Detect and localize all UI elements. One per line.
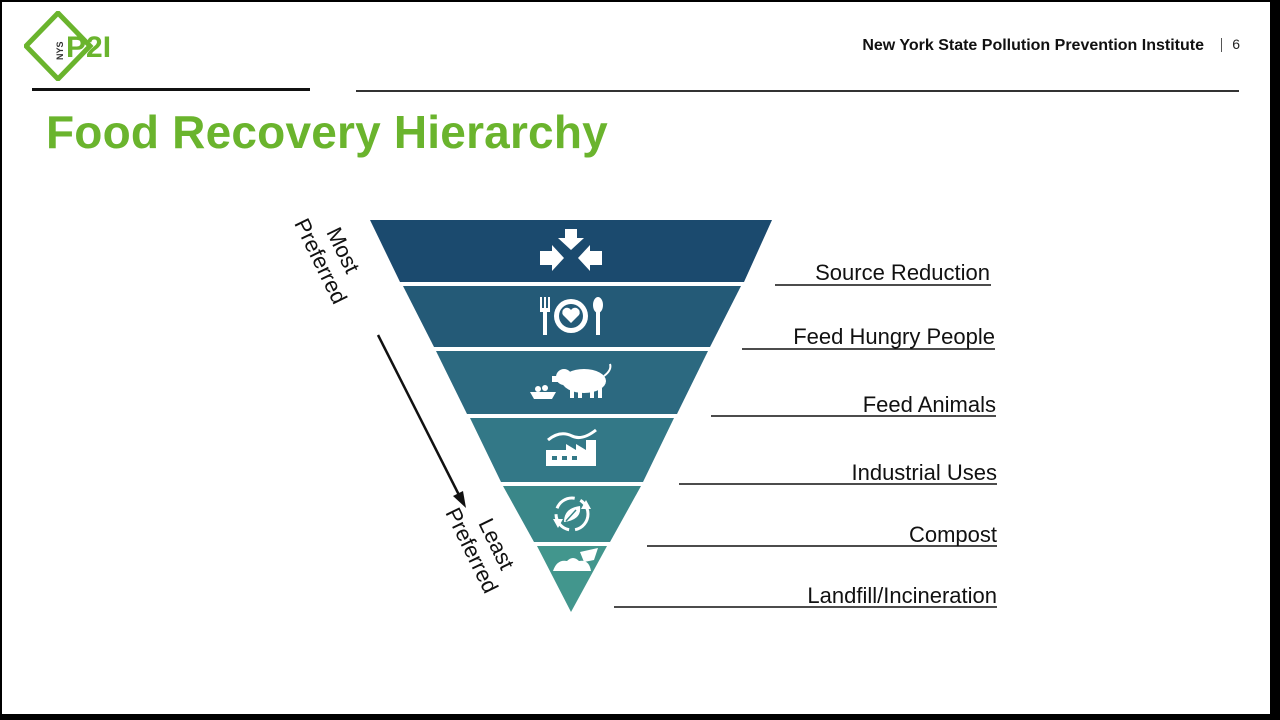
recycle-leaf-icon (553, 496, 591, 532)
most-preferred-label: Most Preferred (289, 214, 364, 307)
plate-utensils-icon (540, 297, 603, 335)
level-label-feed-animals: Feed Animals (863, 392, 996, 417)
page-title: Food Recovery Hierarchy (46, 106, 608, 158)
band-source-reduction (370, 220, 772, 282)
landfill-icon (553, 548, 598, 571)
page-number: 6 (1232, 36, 1240, 52)
header-rule-right (356, 90, 1239, 92)
logo-text: P2I (66, 31, 111, 64)
converging-arrows-icon (540, 229, 602, 271)
level-label-compost: Compost (909, 522, 997, 547)
least-preferred-label: Least Preferred (441, 504, 520, 597)
organization-name: New York State Pollution Prevention Inst… (862, 37, 1204, 54)
pig-icon (530, 363, 612, 399)
level-label-landfill-incineration: Landfill/Incineration (807, 583, 997, 608)
level-label-feed-hungry-people: Feed Hungry People (793, 324, 995, 349)
level-label-source-reduction: Source Reduction (815, 260, 990, 285)
header-rule-left (32, 88, 310, 91)
logo-small-text: NYS (55, 41, 65, 60)
preference-arrow-shaft (376, 334, 462, 498)
factory-icon (546, 428, 597, 466)
leader-lines (614, 284, 997, 608)
header-separator (1221, 38, 1222, 52)
band-landfill (537, 546, 607, 612)
nys-p2i-logo: NYS P2I (24, 11, 111, 81)
level-label-industrial-uses: Industrial Uses (851, 460, 997, 485)
slide: NYS P2I New York State Pollution Prevent… (2, 2, 1270, 714)
preference-arrow-head (453, 491, 466, 508)
